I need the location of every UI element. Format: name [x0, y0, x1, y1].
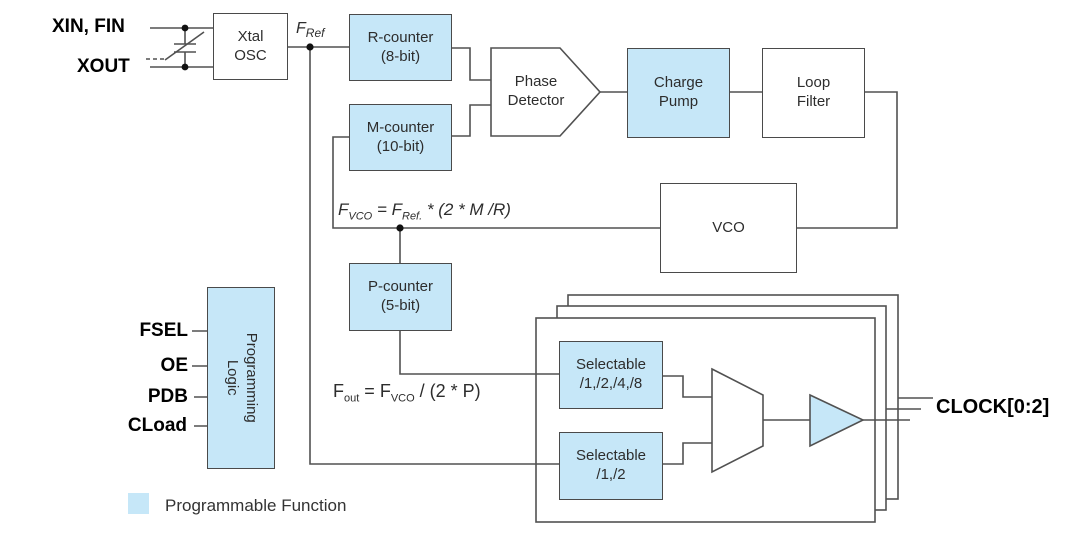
fvco-mid: = [372, 200, 392, 219]
loop-filter-label: Loop Filter [796, 74, 831, 110]
vco-block: VCO [660, 183, 797, 273]
selectable-divider-1248-block: Selectable /1,/2,/4,/8 [559, 341, 663, 409]
fvco-formula: FVCO = FRef. * (2 * M /R) [338, 200, 511, 222]
fout-f1: F [333, 381, 344, 401]
cload-pin-label: CLoad [127, 415, 187, 436]
fout-mid: = [359, 381, 380, 401]
selectable-divider-12-label: Selectable /1,/2 [575, 447, 647, 483]
clock-output-wires [863, 397, 933, 421]
r-counter-block: R-counter (8-bit) [349, 14, 452, 81]
fout-formula: Fout = FVCO / (2 * P) [333, 381, 481, 405]
rcounter-to-pd-wire [452, 47, 491, 81]
crystal-symbol [146, 28, 205, 67]
xtal-osc-block: Xtal OSC [213, 13, 288, 80]
programming-input-stubs [192, 330, 207, 427]
selectable-a-to-mux-wire [663, 375, 712, 398]
pcounter-to-selectable-wire [399, 331, 559, 375]
junction-dot [396, 224, 404, 232]
selectable-b-to-mux-wire [663, 442, 712, 465]
legend-swatch [128, 493, 149, 514]
vco-label: VCO [712, 218, 745, 236]
crystal-trim-slash-icon [164, 31, 205, 61]
output-buffer-icon [809, 393, 865, 448]
fout-tail: / (2 * P) [414, 381, 481, 401]
charge-pump-label: Charge Pump [653, 74, 704, 110]
legend-label: Programmable Function [165, 496, 347, 515]
phase-detector-label: Phase Detector [507, 73, 565, 109]
loop-filter-block: Loop Filter [762, 48, 865, 138]
m-counter-block: M-counter (10-bit) [349, 104, 452, 171]
fvco-f2: F [391, 200, 402, 219]
fvco-f1: F [338, 200, 349, 219]
programming-logic-block: Programming Logic [207, 287, 275, 469]
fsel-pin-label: FSEL [139, 320, 188, 341]
output-mux-shape [711, 367, 764, 474]
loopfilter-to-vco-wire [797, 91, 898, 229]
fout-s1: out [344, 392, 360, 405]
junction-dot [181, 24, 189, 32]
fvco-tail: * (2 * M /R) [422, 200, 511, 219]
fvco-s1: VCO [348, 210, 373, 223]
fref-sub: Ref [305, 26, 325, 41]
xtal-osc-label: Xtal OSC [234, 27, 267, 64]
crystal-cap-icon [174, 28, 196, 67]
pdb-pin-label: PDB [147, 386, 188, 407]
junction-dot [181, 63, 189, 71]
fref-bypass-rail [309, 47, 559, 465]
fout-f2: F [379, 381, 391, 401]
fout-s2: VCO [390, 392, 415, 405]
junction-dot [306, 43, 314, 51]
programming-logic-label: Programming Logic [224, 332, 260, 424]
selectable-divider-12-block: Selectable /1,/2 [559, 432, 663, 500]
charge-pump-block: Charge Pump [627, 48, 730, 138]
oe-pin-label: OE [160, 355, 188, 376]
fvco-s2: Ref. [402, 210, 423, 223]
m-counter-label: M-counter (10-bit) [366, 118, 435, 155]
vco-feedback-wire [332, 136, 660, 229]
xin-fin-label: XIN, FIN [52, 16, 125, 37]
fref-base: F [296, 20, 306, 37]
mcounter-to-pd-wire [452, 104, 491, 137]
selectable-divider-1248-label: Selectable /1,/2,/4,/8 [575, 356, 647, 392]
r-counter-label: R-counter (8-bit) [367, 28, 434, 65]
phase-detector-block: Phase Detector [491, 48, 581, 136]
fref-label: FRef [296, 20, 324, 40]
xout-label: XOUT [77, 56, 130, 77]
phase-detector-shape [490, 47, 602, 137]
clock-output-label: CLOCK[0:2] [936, 396, 1050, 418]
p-counter-label: P-counter (5-bit) [367, 278, 434, 314]
p-counter-block: P-counter (5-bit) [349, 263, 452, 331]
